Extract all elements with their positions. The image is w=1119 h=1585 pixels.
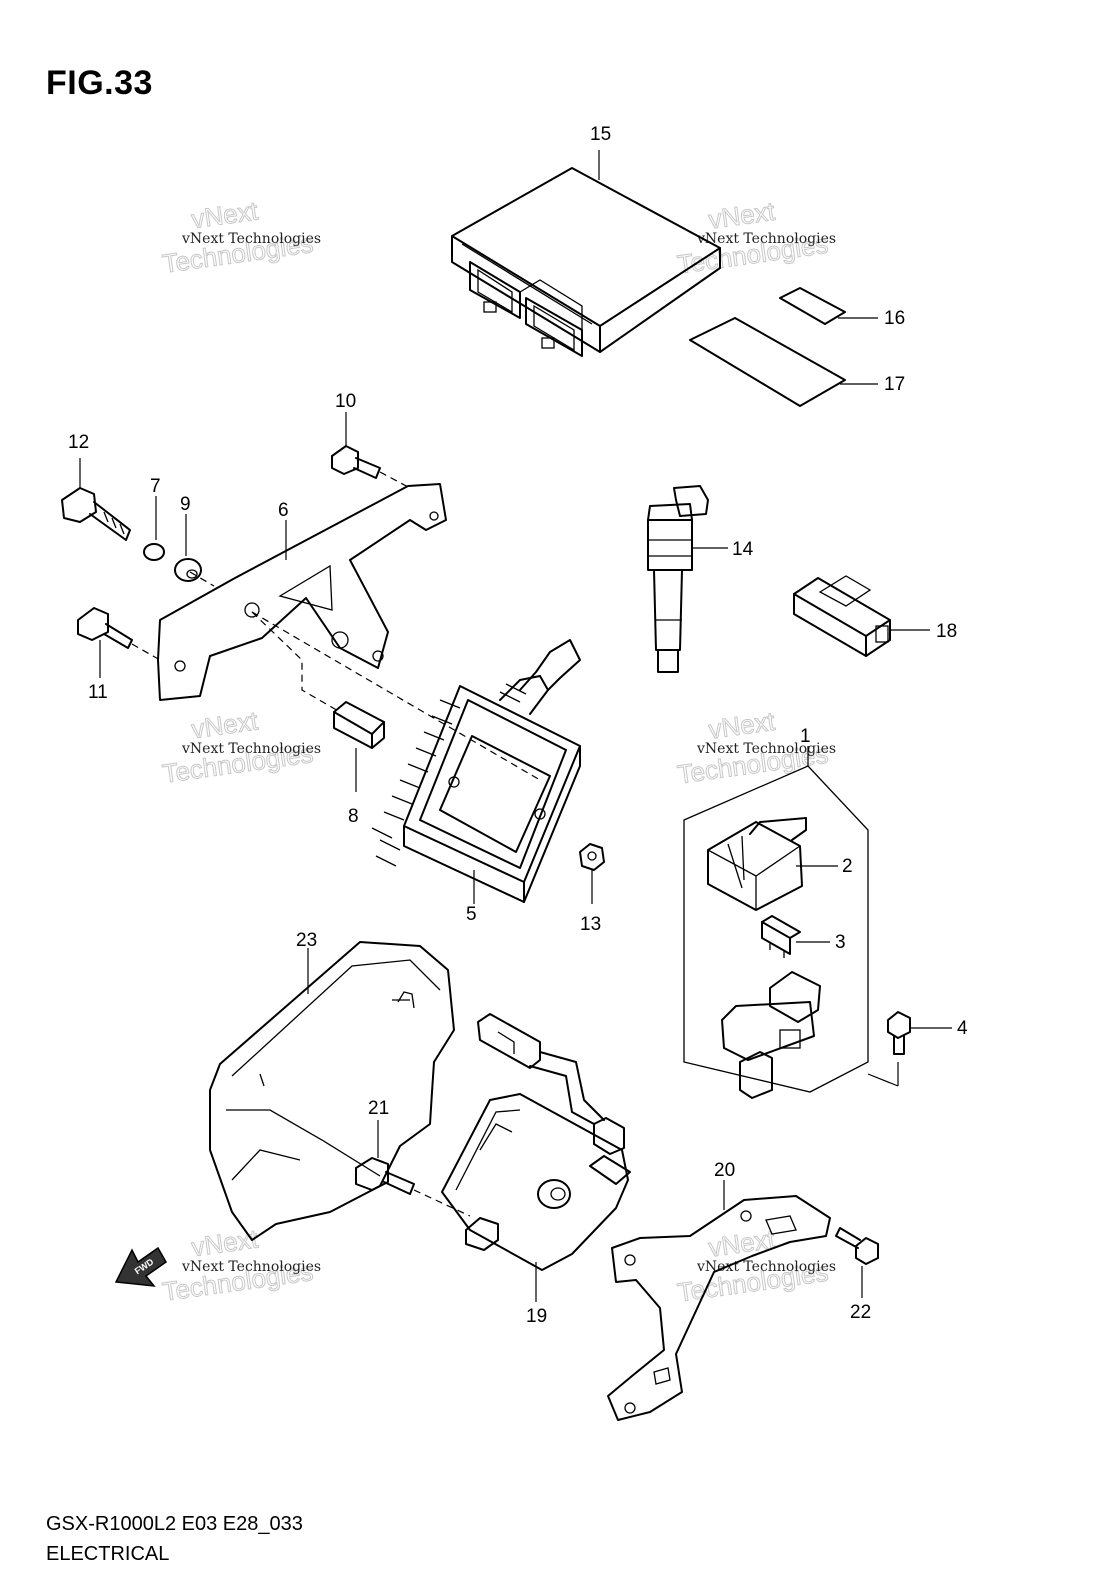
callout-8: 8 — [348, 806, 359, 827]
callout-11: 11 — [88, 682, 108, 703]
watermark-mid-right: vNext Technologies vNext Technologies — [675, 705, 836, 790]
callout-20: 20 — [714, 1160, 735, 1181]
svg-text:vNext Technologies: vNext Technologies — [696, 231, 836, 247]
fwd-arrow-icon: FWD — [114, 1246, 167, 1287]
leader-4c — [867, 1073, 899, 1087]
bracket-6 — [157, 483, 447, 701]
callout-10: 10 — [335, 391, 356, 412]
washer-7 — [143, 543, 165, 561]
pad-17 — [689, 317, 846, 407]
callout-23: 23 — [296, 930, 317, 951]
figure-title: FIG.33 — [46, 64, 153, 102]
bolt-12 — [61, 487, 131, 541]
svg-text:vNext Technologies: vNext Technologies — [696, 741, 836, 757]
callout-22: 22 — [850, 1302, 871, 1323]
sensor-19 — [441, 1013, 631, 1271]
bolt-22 — [835, 1227, 879, 1265]
callout-9: 9 — [180, 494, 191, 515]
callout-21: 21 — [368, 1098, 389, 1119]
callout-15: 15 — [590, 124, 611, 145]
callout-7: 7 — [150, 476, 161, 497]
callout-17: 17 — [884, 374, 905, 395]
callout-18: 18 — [936, 621, 957, 642]
bolt-4 — [887, 1011, 911, 1055]
svg-text:vNext: vNext — [707, 196, 778, 235]
callout-5: 5 — [466, 904, 477, 925]
regulator-5 — [371, 639, 581, 903]
svg-text:vNext: vNext — [190, 705, 261, 744]
callout-13: 13 — [580, 914, 601, 935]
watermark-mid-left: vNext Technologies vNext Technologies — [160, 705, 321, 790]
bolt-11 — [77, 607, 133, 649]
watermark-bottom-right: vNext Technologies vNext Technologies — [675, 1223, 836, 1308]
svg-text:vNext: vNext — [707, 1224, 778, 1263]
callout-4: 4 — [957, 1018, 968, 1039]
callout-1: 1 — [800, 726, 811, 747]
cover-23 — [209, 941, 455, 1241]
callout-6: 6 — [278, 500, 289, 521]
dashed-spacer — [251, 611, 341, 713]
svg-text:vNext: vNext — [190, 1223, 261, 1262]
svg-text:vNext Technologies: vNext Technologies — [181, 231, 321, 247]
dashed-grommet — [189, 571, 215, 587]
watermark-bottom-left: vNext Technologies vNext Technologies — [160, 1223, 321, 1308]
connector-18 — [793, 575, 891, 657]
svg-text:vNext Technologies: vNext Technologies — [696, 1259, 836, 1275]
ecu-unit-15 — [451, 167, 721, 357]
svg-text:vNext: vNext — [190, 195, 261, 234]
svg-text:vNext Technologies: vNext Technologies — [181, 1259, 321, 1275]
svg-text:vNext Technologies: vNext Technologies — [181, 741, 321, 757]
watermark-top-left: vNext Technologies vNext Technologies — [160, 195, 321, 280]
bracket-20 — [607, 1195, 831, 1421]
callout-16: 16 — [884, 308, 905, 329]
spacer-8 — [333, 701, 385, 749]
callout-19: 19 — [526, 1306, 547, 1327]
ignition-coil-14 — [647, 485, 709, 673]
relay-cap-2 — [707, 817, 807, 911]
dashed-11 — [131, 643, 161, 661]
pad-16 — [779, 287, 846, 325]
bolt-21 — [355, 1157, 415, 1195]
fuse-3 — [761, 915, 801, 958]
bolt-10 — [331, 445, 381, 479]
section-name: ELECTRICAL — [46, 1543, 170, 1565]
relay-body — [721, 971, 821, 1099]
nut-13 — [579, 843, 605, 871]
dashed-bolt-10 — [379, 471, 411, 489]
model-code: GSX-R1000L2 E03 E28_033 — [46, 1513, 303, 1535]
callout-14: 14 — [732, 539, 754, 560]
dashed-regulator — [251, 611, 541, 781]
dashed-21 — [413, 1189, 471, 1217]
callout-3: 3 — [835, 932, 846, 953]
svg-text:vNext: vNext — [707, 706, 778, 745]
grommet-9 — [174, 558, 202, 582]
callout-2: 2 — [842, 856, 853, 877]
callout-12: 12 — [68, 432, 89, 453]
